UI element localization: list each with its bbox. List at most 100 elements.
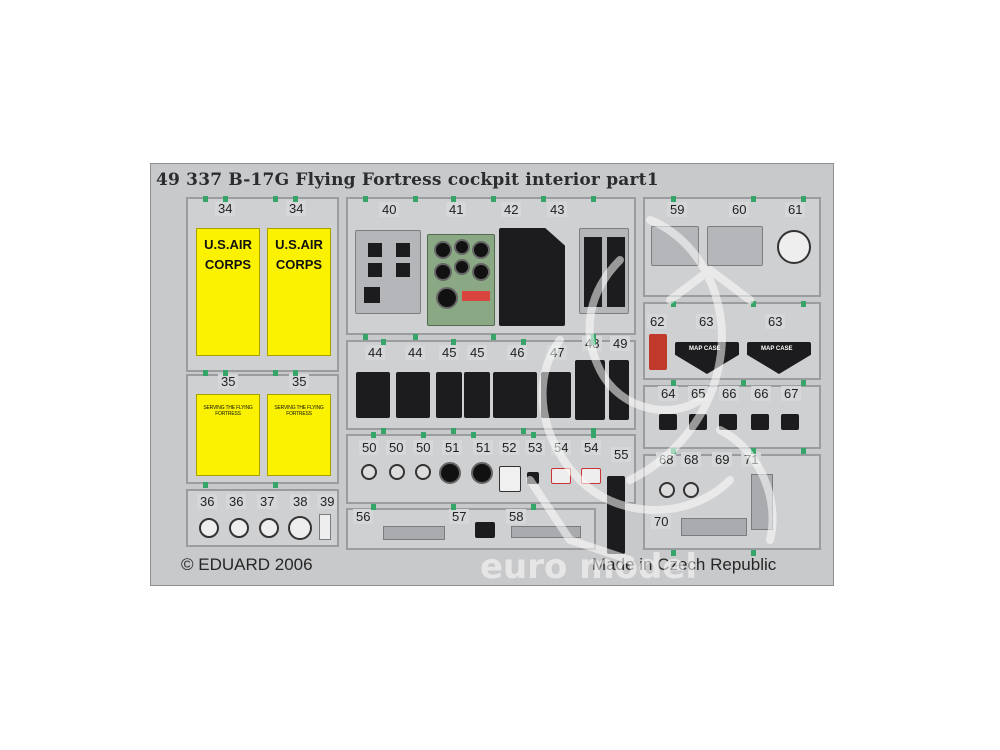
part-number: 58	[506, 509, 527, 524]
yellow-placard-34-left: U.S.AIR CORPS	[196, 228, 260, 356]
part-number: 50	[386, 440, 407, 455]
panel-41	[427, 234, 495, 326]
attachment-tab	[671, 301, 676, 307]
part-number: 59	[667, 202, 688, 217]
attachment-tab	[413, 334, 418, 340]
part-number: 53	[525, 440, 546, 455]
panel-40	[355, 230, 421, 314]
attachment-tab	[273, 370, 278, 376]
part-number: 40	[379, 202, 400, 217]
attachment-tab	[451, 504, 456, 510]
placard-small-text: SERVING THE FLYING FORTRESS	[274, 405, 324, 417]
part-number: 66	[751, 386, 772, 401]
attachment-tab	[671, 550, 676, 556]
part-number: 51	[442, 440, 463, 455]
panel-45-right	[464, 372, 490, 418]
plate-52	[499, 466, 521, 492]
attachment-tab	[413, 196, 418, 202]
attachment-tab	[293, 196, 298, 202]
map-case-label: MAP CASE	[761, 346, 793, 352]
attachment-tab	[591, 432, 596, 438]
part-number: 63	[696, 314, 717, 329]
part-number: 38	[290, 494, 311, 509]
part-number: 42	[501, 202, 522, 217]
attachment-tab	[801, 380, 806, 386]
gauge-38	[288, 516, 312, 540]
attachment-tab	[203, 370, 208, 376]
attachment-tab	[273, 482, 278, 488]
panel-46	[493, 372, 537, 418]
gauge-36-right	[229, 518, 249, 538]
part-number: 34	[215, 201, 236, 216]
watermark-text: euro model	[480, 547, 697, 580]
part-number: 63	[765, 314, 786, 329]
part-number: 35	[218, 374, 239, 389]
attachment-tab	[541, 196, 546, 202]
part-number: 52	[499, 440, 520, 455]
attachment-tab	[293, 370, 298, 376]
attachment-tab	[531, 504, 536, 510]
attachment-tab	[671, 196, 676, 202]
attachment-tab	[451, 428, 456, 434]
part-number: 50	[413, 440, 434, 455]
placard-64	[659, 414, 677, 430]
part-number: 51	[473, 440, 494, 455]
part-number: 39	[317, 494, 338, 509]
panel-44-right	[396, 372, 430, 418]
attachment-tab	[531, 432, 536, 438]
attachment-tab	[451, 339, 456, 345]
part-number: 56	[353, 509, 374, 524]
attachment-tab	[381, 339, 386, 345]
attachment-tab	[751, 550, 756, 556]
origin-text: Made in Czech Republic	[592, 555, 777, 574]
part-number: 61	[785, 202, 806, 217]
ring-61	[777, 230, 811, 264]
yellow-placard-35-right: SERVING THE FLYING FORTRESS	[267, 394, 331, 476]
part-number: 44	[365, 345, 386, 360]
gauge-51b	[471, 462, 493, 484]
attachment-tab	[751, 448, 756, 454]
panel-44-left	[356, 372, 390, 418]
attachment-tab	[363, 196, 368, 202]
attachment-tab	[491, 334, 496, 340]
map-case-label: MAP CASE	[689, 346, 721, 352]
panel-60	[707, 226, 763, 266]
part-number: 64	[658, 386, 679, 401]
attachment-tab	[363, 334, 368, 340]
attachment-tab	[751, 196, 756, 202]
strip-55	[607, 476, 625, 554]
attachment-tab	[451, 196, 456, 202]
attachment-tab	[591, 196, 596, 202]
knob-50a	[361, 464, 377, 480]
part-number: 36	[197, 494, 218, 509]
part-number: 60	[729, 202, 750, 217]
part-number: 43	[547, 202, 568, 217]
part-number: 68	[681, 452, 702, 467]
panel-45-left	[436, 372, 462, 418]
attachment-tab	[421, 432, 426, 438]
part-number: 37	[257, 494, 278, 509]
knob-50c	[415, 464, 431, 480]
attachment-tab	[491, 196, 496, 202]
part-number: 44	[405, 345, 426, 360]
bracket-39	[319, 514, 331, 540]
bar-56	[383, 526, 445, 540]
lever-68b	[683, 482, 699, 498]
attachment-tab	[591, 428, 596, 434]
watermark-logo: euro model	[480, 216, 777, 580]
panel-43	[579, 228, 629, 314]
part-number: 70	[651, 514, 672, 529]
attachment-tab	[273, 196, 278, 202]
part-number: 36	[226, 494, 247, 509]
part-number: 41	[446, 202, 467, 217]
attachment-tab	[521, 428, 526, 434]
strip-62	[649, 334, 667, 370]
attachment-tab	[801, 196, 806, 202]
part-number: 34	[286, 201, 307, 216]
attachment-tab	[203, 196, 208, 202]
attachment-tab	[671, 380, 676, 386]
placard-small-text: SERVING THE FLYING FORTRESS	[203, 405, 253, 417]
part-number: 55	[611, 447, 632, 462]
placard-67	[781, 414, 799, 430]
knob-50b	[389, 464, 405, 480]
